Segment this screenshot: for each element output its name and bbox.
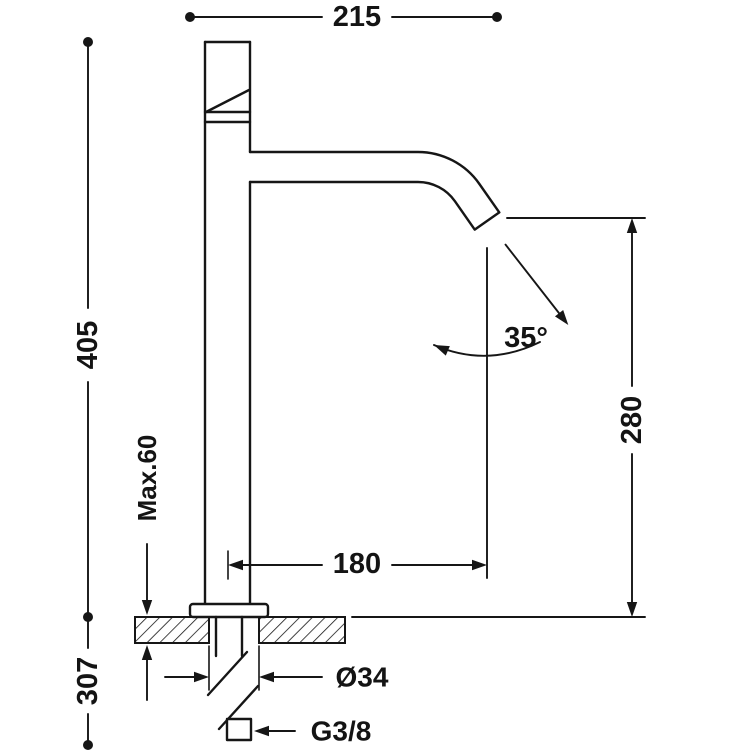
label-outlet-angle: 35°: [504, 322, 548, 354]
faucet-outline: [188, 40, 501, 742]
dimension-lines: [83, 12, 646, 750]
counter-hatch-right: [258, 616, 346, 644]
cartridge-collar-lines: [203, 110, 252, 124]
arrowhead-stream-icon: [554, 309, 569, 325]
label-spout-projection: 215: [333, 1, 381, 33]
arrowhead-right-icon: [472, 559, 487, 571]
counter-hatch-left: [134, 616, 210, 644]
label-height-above-deck: 405: [72, 321, 104, 369]
label-supply-connection: G3/8: [311, 716, 372, 747]
arrowhead-left-icon: [228, 559, 243, 571]
shank-lines: [214, 615, 244, 658]
arrowhead-left-icon: [259, 671, 274, 683]
base-flange: [188, 602, 270, 619]
label-hole-diameter: Ø34: [336, 662, 389, 693]
arrowhead-left-icon: [254, 725, 269, 737]
label-outlet-height: 280: [616, 396, 648, 444]
dimension-labels: 215 405 307 Max.60 180 280 35° Ø34 G3/8: [72, 1, 648, 747]
arrowhead-down-icon: [626, 602, 638, 617]
label-spout-reach: 180: [333, 548, 381, 580]
dim-dot: [185, 12, 195, 22]
arrowhead-down-icon: [141, 600, 153, 615]
faucet-spout-outline: [248, 150, 501, 231]
dim-dot: [83, 740, 93, 750]
countertop: [134, 616, 346, 644]
supply-connector: [225, 717, 253, 742]
arrowhead-up-icon: [141, 645, 153, 660]
lever-handle-line: [204, 88, 251, 114]
stream-angle-line: [504, 243, 561, 315]
dim-dot: [83, 612, 93, 622]
label-below-deck-length: 307: [72, 657, 104, 705]
dim-dot: [83, 37, 93, 47]
label-max-deck-thickness: Max.60: [132, 435, 162, 522]
arrowhead-up-icon: [626, 218, 638, 233]
arrowhead-arc-icon: [434, 345, 450, 356]
hose-break-mark-1: [206, 650, 249, 697]
dim-dot: [492, 12, 502, 22]
hose-break-mark-2: [217, 684, 260, 731]
arrowhead-right-icon: [194, 671, 209, 683]
